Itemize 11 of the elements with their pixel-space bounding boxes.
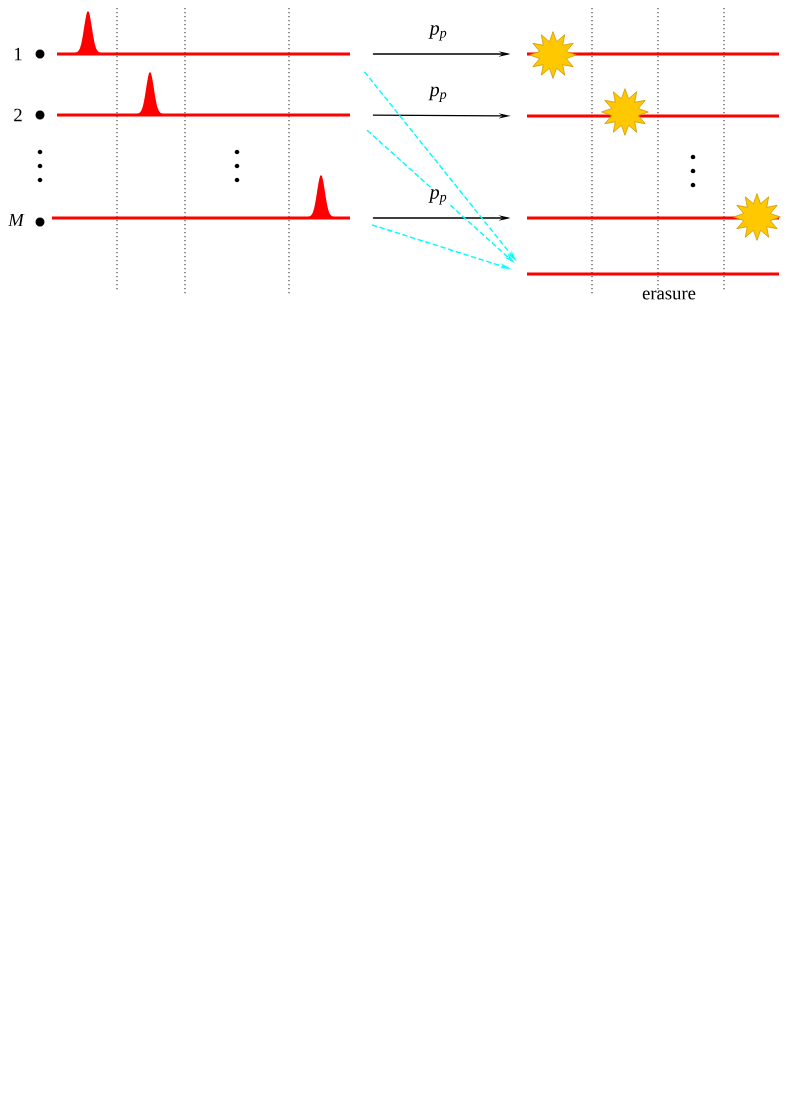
edge-label: p$_{p}$ (428, 189, 447, 205)
line-label: 2 (14, 108, 22, 122)
edge-label: p$_{p}$ (428, 86, 447, 102)
line-label: M (8, 213, 25, 227)
channel-line (527, 272, 779, 276)
line-label: erasure (642, 290, 696, 300)
channel-line (57, 52, 350, 56)
channel-line (57, 113, 350, 117)
line-label: 1 (14, 47, 22, 61)
edge-label: p$_{p}$ (428, 25, 447, 41)
channel-line (52, 216, 350, 220)
